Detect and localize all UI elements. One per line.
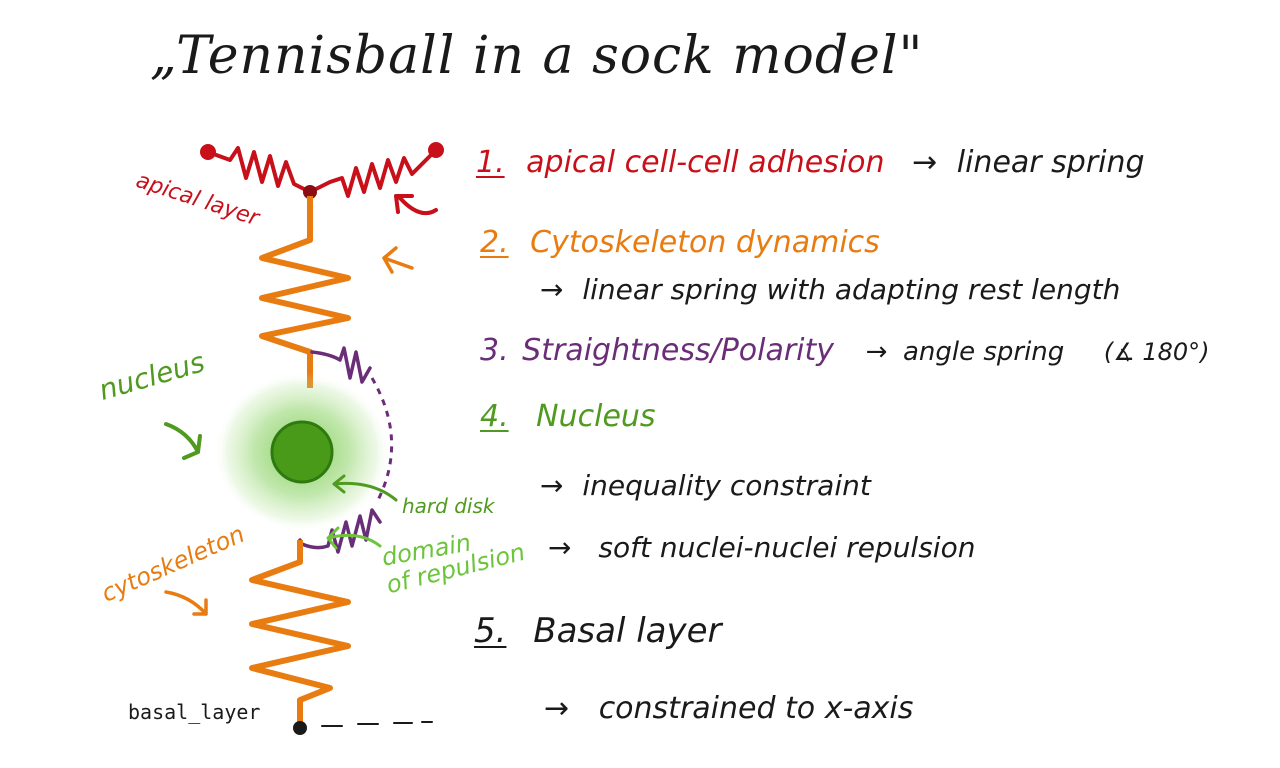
list-item-4: 4. Nucleus [480,402,656,432]
item-3-label: Straightness/Polarity [522,333,835,368]
cytoskeleton-arrow-lower [164,590,208,616]
repulsion-arrow [326,526,382,550]
cytoskeleton-upper [259,196,414,388]
apical-spring-left [206,146,312,194]
list-item-3: 3. Straightness/Polarity → angle spring … [480,336,1210,366]
item-3-arrow: → [865,337,888,367]
cytoskeleton-arrow-upper [382,246,414,274]
item-1-label: apical cell-cell adhesion [526,145,885,180]
item-4-label: Nucleus [536,399,656,434]
nucleus-arrow [164,422,202,460]
item-3-extra: (∡ 180°) [1103,338,1210,366]
list-item-4-detail-row-2: → soft nuclei-nuclei repulsion [548,534,975,562]
item-4-arrow: → [540,469,564,502]
hard-disk-label: hard disk [402,494,495,518]
item-5-arrow: → [544,691,570,726]
list-item-2: 2. Cytoskeleton dynamics [480,228,880,258]
apical-spring-right [308,148,438,198]
item-1-number: 1. [476,145,505,180]
item-4-arrow-2: → [548,531,572,564]
list-item-5-detail-row: → constrained to x-axis [544,694,913,724]
item-5-number: 5. [474,611,507,651]
hard-disk-arrow [332,474,398,502]
cytoskeleton-lower [164,540,351,728]
item-2-label: Cytoskeleton dynamics [530,225,880,260]
nucleus-group [214,372,390,532]
item-4-detail: inequality constraint [582,469,871,502]
basal-layer [293,721,433,735]
item-1-arrow: → [912,145,938,180]
item-2-detail: linear spring with adapting rest length [582,273,1121,306]
item-5-label: Basal layer [533,611,722,651]
item-5-detail: constrained to x-axis [598,691,914,726]
list-item-5: 5. Basal layer [474,614,722,648]
item-2-arrow: → [540,273,564,306]
apical-arrow [394,194,438,215]
list-item-1: 1. apical cell-cell adhesion → linear sp… [476,148,1145,178]
apical-springs [200,142,444,215]
page-title: „Tennisball in a sock model" [150,26,924,86]
apical-right-node [428,142,444,158]
item-2-number: 2. [480,225,509,260]
item-4-detail-2: soft nuclei-nuclei repulsion [598,531,976,564]
item-1-detail: linear spring [956,145,1145,180]
apical-center-node [303,185,317,199]
item-4-number: 4. [480,399,509,434]
basal-node [293,721,307,735]
list-item-2-detail-row: → linear spring with adapting rest lengt… [540,276,1120,304]
nucleus-core [270,420,334,484]
basal-layer-label: basal_layer [128,700,261,724]
item-3-number: 3. [480,333,509,368]
item-3-detail: angle spring [902,337,1065,367]
list-item-4-detail-row-1: → inequality constraint [540,472,871,500]
